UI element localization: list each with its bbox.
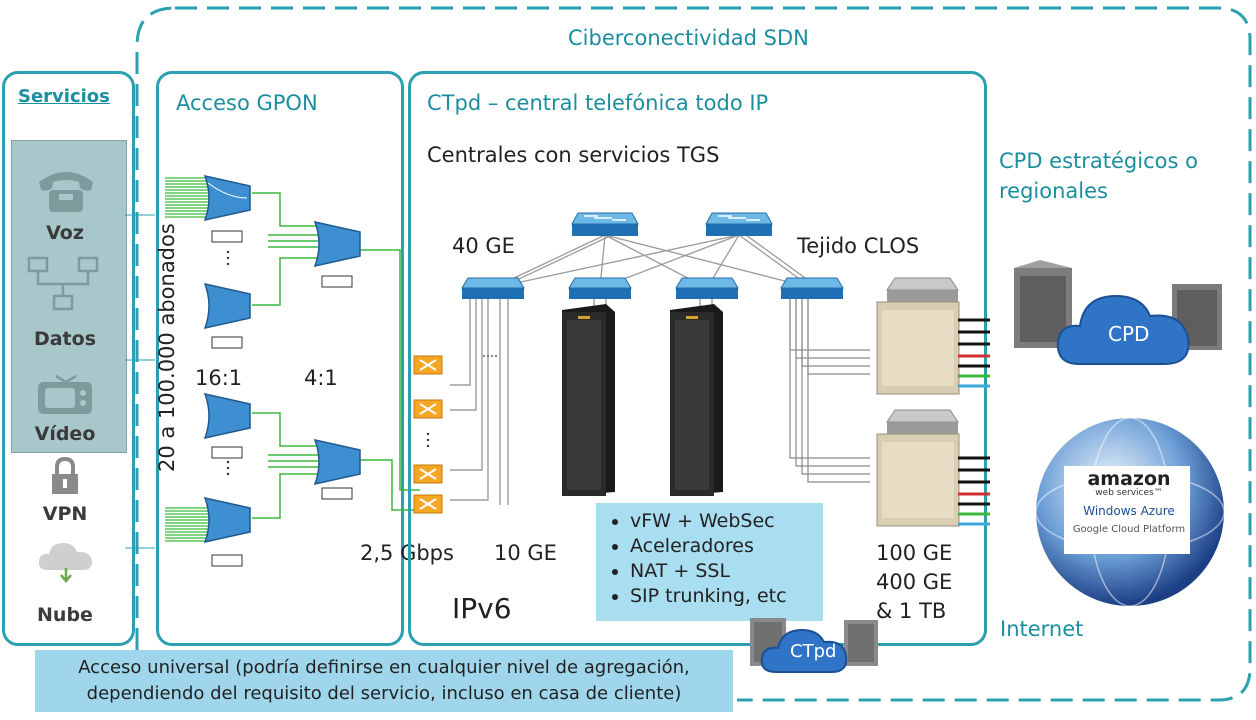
cpd-title-line1: CPD estratégicos o: [999, 149, 1198, 173]
service-label-vpn: VPN: [42, 503, 88, 525]
acceso-universal-banner: Acceso universal (podría definirse en cu…: [35, 650, 733, 712]
amazon-logo: amazon: [1087, 468, 1171, 490]
ctpd-panel: [408, 71, 987, 646]
ctpd-cloud-label: CTpd: [790, 641, 837, 662]
leaf-links: [450, 298, 870, 505]
servicios-title: Servicios: [18, 86, 110, 107]
cpd-title: CPD estratégicos o regionales: [999, 146, 1198, 206]
cloud-download-icon: [38, 543, 92, 583]
feature-item: NAT + SSL: [630, 559, 823, 584]
feature-item: Aceleradores: [630, 534, 823, 559]
ctpd-features-box: vFW + WebSec Aceleradores NAT + SSL SIP …: [596, 503, 823, 621]
border-router-2: [876, 409, 960, 527]
google-cloud-logo: Google Cloud Platform: [1072, 524, 1186, 535]
speed-1tb: & 1 TB: [876, 599, 947, 623]
server-rack-2: [670, 304, 723, 496]
network-icon: [27, 256, 99, 311]
service-label-nube: Nube: [37, 604, 93, 626]
splitter-ellipsis: [226, 250, 230, 476]
internet-label: Internet: [1000, 617, 1084, 641]
internet-globe-icon: [1035, 417, 1225, 607]
fiber-bundle-2: [165, 507, 210, 542]
servicios-panel: [2, 71, 135, 646]
server-rack-1: [562, 304, 615, 496]
link-40ge-label: 40 GE: [452, 234, 515, 258]
banner-line2: dependiendo del requisito del servicio, …: [86, 683, 682, 704]
lock-icon: [52, 457, 78, 494]
service-label-voz: Voz: [46, 222, 84, 244]
ctpd-cloud-icon: [750, 618, 878, 673]
cloud-providers-logos: amazon web services™ Windows Azure Googl…: [1068, 468, 1190, 536]
olt-dots: [426, 355, 497, 448]
olt-cards: [413, 355, 443, 514]
clos-fabric-label: Tejido CLOS: [797, 234, 920, 258]
leaf-switches: [461, 277, 844, 299]
ctpd-subtitle: Centrales con servicios TGS: [427, 143, 720, 167]
service-label-video: Vídeo: [34, 423, 96, 445]
gpon-panel: [156, 71, 404, 646]
feature-item: vFW + WebSec: [630, 509, 823, 534]
gpon-speed-label: 2,5 Gbps: [360, 541, 454, 565]
fiber-bundle-1: [165, 177, 210, 218]
border-router-1: [876, 277, 960, 395]
splitter-16-1: [203, 174, 251, 567]
splitter-4-1: [313, 220, 361, 500]
link-10ge-label: 10 GE: [494, 541, 557, 565]
ipv6-label: IPv6: [452, 592, 512, 625]
banner-line1: Acceso universal (podría definirse en cu…: [78, 657, 690, 678]
ctpd-title: CTpd – central telefónica todo IP: [427, 91, 769, 115]
azure-logo: Windows Azure: [1083, 504, 1175, 518]
cpd-cloud-icon: [1014, 260, 1222, 365]
cpd-title-line2: regionales: [999, 179, 1108, 203]
split-ratio-16-1: 16:1: [195, 366, 243, 390]
tv-icon: [38, 374, 92, 414]
feature-item: SIP trunking, etc: [630, 584, 823, 609]
gpon-title: Acceso GPON: [176, 91, 318, 115]
service-label-datos: Datos: [33, 328, 97, 350]
split-ratio-4-1: 4:1: [304, 366, 338, 390]
speed-400ge: 400 GE: [876, 570, 953, 594]
servicios-connectors: [125, 214, 155, 549]
speed-100ge: 100 GE: [876, 541, 953, 565]
cpd-cloud-label: CPD: [1108, 322, 1150, 346]
router-uplinks: [958, 318, 990, 526]
sdn-title: Ciberconectividad SDN: [568, 26, 809, 50]
clos-mesh: [492, 234, 820, 289]
aws-subtitle: web services™: [1095, 488, 1163, 498]
spine-switches: [571, 212, 773, 236]
phone-icon: [39, 172, 93, 212]
